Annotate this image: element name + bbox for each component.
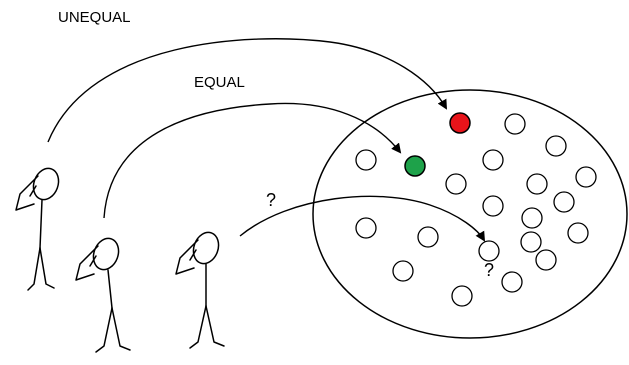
equal-label: EQUAL [194, 74, 245, 91]
member-dot [445, 173, 467, 195]
member-dot [521, 207, 543, 229]
member-dot [504, 113, 526, 135]
member-dot [553, 191, 575, 213]
member-dot [520, 231, 542, 253]
member-dot [501, 271, 523, 293]
member-dot [567, 222, 589, 244]
member-dot [355, 149, 377, 171]
population-ellipse [312, 89, 628, 339]
unknown-target-label: ? [484, 260, 494, 280]
unknown-arrow [239, 195, 486, 242]
member-dot [535, 249, 557, 271]
member-dot [575, 166, 597, 188]
member-dot [451, 285, 473, 307]
unequal-arrow [47, 38, 447, 143]
member-dot [355, 217, 377, 239]
stick-figure-icon [175, 231, 225, 349]
stick-figure-icon [75, 237, 131, 353]
unequal-label: UNEQUAL [58, 9, 131, 26]
unequal-selected-dot [449, 112, 471, 134]
member-dot [392, 260, 414, 282]
member-dot [482, 195, 504, 217]
unknown-label: ? [266, 190, 276, 210]
equal-arrow [103, 102, 402, 219]
population-members [355, 113, 597, 307]
member-dot [478, 240, 500, 262]
stick-figure-icon [15, 167, 60, 291]
member-dot [482, 149, 504, 171]
member-dot [545, 135, 567, 157]
member-dot [417, 226, 439, 248]
member-dot [526, 173, 548, 195]
equal-selected-dot [404, 155, 426, 177]
